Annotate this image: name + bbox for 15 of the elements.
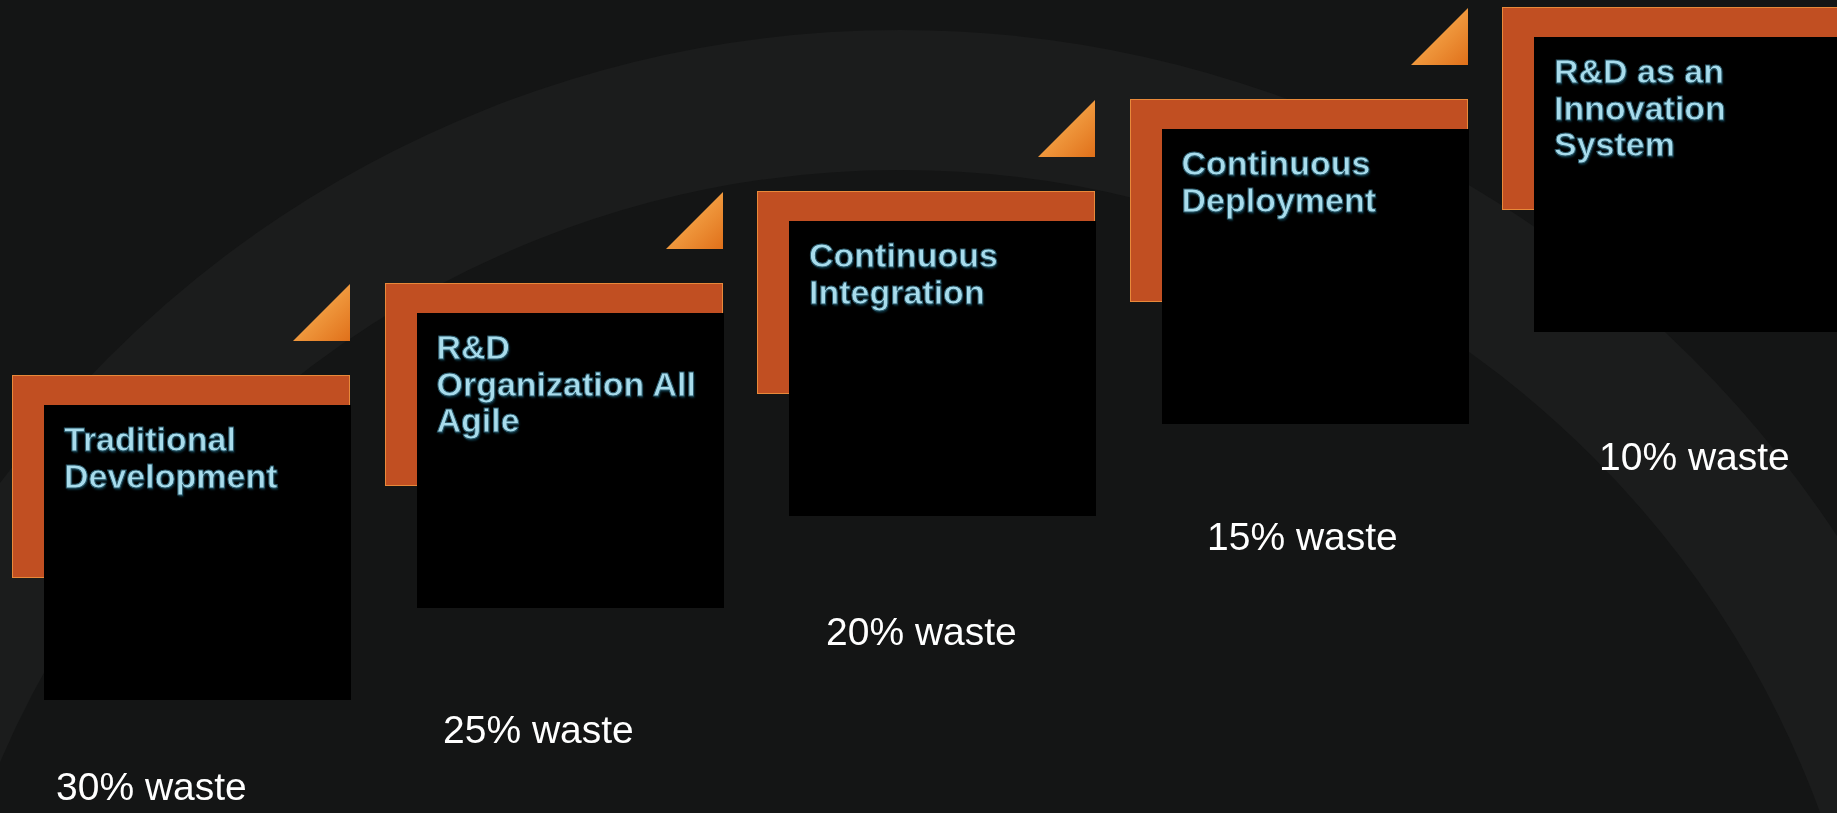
- step-box: [1161, 129, 1469, 424]
- step-title: R&D as an Innovation System: [1554, 53, 1727, 164]
- step-title: Continuous Integration: [809, 237, 999, 311]
- waste-label: 10% waste: [1599, 435, 1790, 479]
- step-title: Continuous Deployment: [1181, 145, 1378, 219]
- step-title: Traditional Development: [64, 421, 279, 495]
- waste-label: 25% waste: [443, 708, 634, 752]
- step-box: [44, 405, 351, 700]
- step-title: R&D Organization All Agile: [436, 329, 697, 440]
- waste-label: 20% waste: [826, 610, 1017, 654]
- waste-label: 30% waste: [56, 765, 247, 809]
- step-box: [416, 313, 724, 608]
- step-box: [789, 221, 1096, 516]
- step-box: [1534, 37, 1837, 332]
- waste-label: 15% waste: [1207, 515, 1398, 559]
